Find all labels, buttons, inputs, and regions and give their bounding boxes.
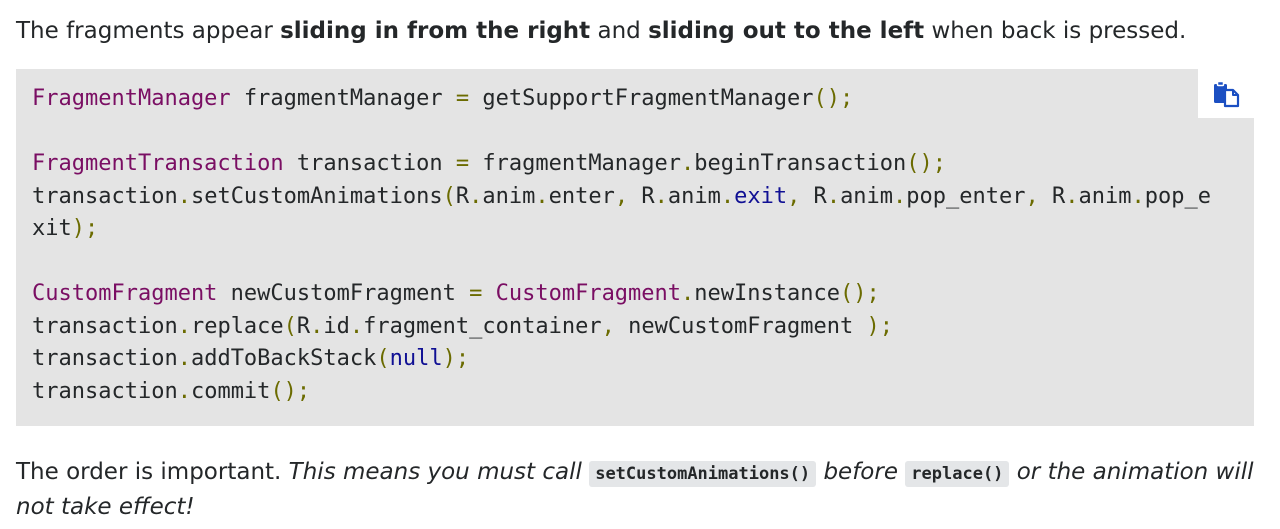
code-token: getSupportFragmentManager [469, 86, 814, 111]
code-line-7: CustomFragment newCustomFragment = Custo… [32, 281, 880, 306]
code-token: fragment_container [363, 313, 602, 339]
code-token: anim [1078, 183, 1132, 209]
code-token: anim [840, 183, 894, 209]
code-token: , [1025, 183, 1039, 209]
code-token: transaction [32, 183, 178, 209]
code-block: FragmentManager fragmentManager = getSup… [16, 69, 1254, 426]
code-token: newInstance [694, 281, 840, 306]
code-token: anim [667, 183, 721, 209]
code-token: . [469, 183, 483, 209]
code-token: transaction [32, 378, 178, 404]
code-token: (); [906, 151, 946, 176]
code-token: R [455, 183, 470, 209]
inline-code-replace: replace() [905, 461, 1010, 487]
code-token: newCustomFragment [614, 313, 867, 339]
code-token: R [1038, 183, 1066, 209]
code-line-5: xit); [32, 216, 98, 241]
inline-code-set-custom-animations: setCustomAnimations() [589, 461, 817, 487]
code-token: commit [190, 378, 271, 404]
code-token: null [389, 346, 443, 371]
code-token: R [800, 183, 827, 209]
code-token: , [601, 313, 615, 339]
copy-code-button[interactable] [1198, 69, 1254, 118]
code-token: ( [283, 313, 297, 339]
outro-paragraph: The order is important. This means you m… [16, 456, 1264, 524]
code-listing: FragmentManager fragmentManager = getSup… [32, 83, 1254, 408]
code-line-1: FragmentManager fragmentManager = getSup… [32, 86, 853, 111]
code-token: FragmentTransaction [32, 151, 284, 176]
outro-italic-2: before [816, 459, 906, 485]
code-token: . [535, 183, 549, 209]
code-token: enter [548, 183, 615, 209]
code-token: . [177, 378, 191, 404]
code-token: addToBackStack [190, 346, 377, 371]
code-token: replace [190, 313, 284, 339]
intro-text-1: The fragments appear [16, 18, 281, 44]
code-token: , [614, 183, 629, 209]
code-token: . [310, 313, 324, 339]
code-token: (); [813, 86, 854, 111]
code-token: beginTransaction [694, 151, 907, 176]
code-token: ); [71, 216, 99, 241]
code-token: setCustomAnimations [190, 183, 443, 209]
outro-italic-1: This means you must call [288, 459, 590, 485]
code-token: newCustomFragment [217, 281, 470, 306]
code-token: . [681, 151, 695, 176]
code-token: (); [270, 378, 311, 404]
code-token: = [469, 281, 483, 306]
code-line-8: transaction.replace(R.id.fragment_contai… [32, 314, 893, 339]
code-token: (); [840, 281, 880, 306]
code-token: . [177, 313, 191, 339]
code-token: = [455, 86, 470, 111]
code-token: R [628, 183, 655, 209]
copy-icon [1214, 80, 1240, 107]
code-token: . [349, 313, 364, 339]
code-token: = [455, 151, 470, 176]
code-token: CustomFragment [32, 281, 218, 306]
code-token: . [177, 183, 191, 209]
code-token: id [323, 313, 350, 339]
intro-text-2: and [590, 18, 649, 44]
code-token: xit [32, 216, 72, 241]
outro-text: The order is important. [16, 459, 289, 485]
code-line-4: transaction.setCustomAnimations(R.anim.e… [32, 184, 1211, 209]
code-token: transaction [32, 346, 178, 371]
code-token: . [1131, 183, 1145, 209]
code-line-10: transaction.commit(); [32, 379, 310, 404]
intro-text-3: when back is pressed. [924, 18, 1187, 44]
code-token: ); [442, 346, 470, 371]
code-line-3: FragmentTransaction transaction = fragme… [32, 151, 946, 176]
code-token: . [893, 183, 907, 209]
intro-bold-2: sliding out to the left [648, 18, 925, 44]
code-token: ); [866, 313, 894, 339]
code-token: ( [442, 183, 456, 209]
code-token: . [1065, 183, 1079, 209]
code-token: R [296, 313, 311, 339]
code-token: transaction [32, 313, 178, 339]
code-token: . [177, 346, 191, 371]
code-line-9: transaction.addToBackStack(null); [32, 346, 469, 371]
intro-bold-1: sliding in from the right [280, 18, 591, 44]
code-token: FragmentManager [32, 86, 231, 111]
code-token: transaction [283, 151, 456, 176]
code-token: ( [376, 346, 390, 371]
outro-italic-3: or the animation will not take effect! [16, 459, 1254, 520]
code-token: . [720, 183, 735, 209]
code-token: pop_enter [906, 183, 1026, 209]
code-token: . [681, 281, 695, 306]
code-token: exit [734, 183, 788, 209]
code-token: fragmentManager [230, 86, 456, 111]
code-token: anim [482, 183, 536, 209]
code-token: pop_e [1144, 183, 1211, 209]
code-token: . [826, 183, 841, 209]
intro-paragraph: The fragments appear sliding in from the… [16, 15, 1264, 48]
code-token: . [654, 183, 668, 209]
code-token: CustomFragment [482, 281, 682, 306]
code-token: , [787, 183, 801, 209]
code-token: fragmentManager [469, 151, 682, 176]
